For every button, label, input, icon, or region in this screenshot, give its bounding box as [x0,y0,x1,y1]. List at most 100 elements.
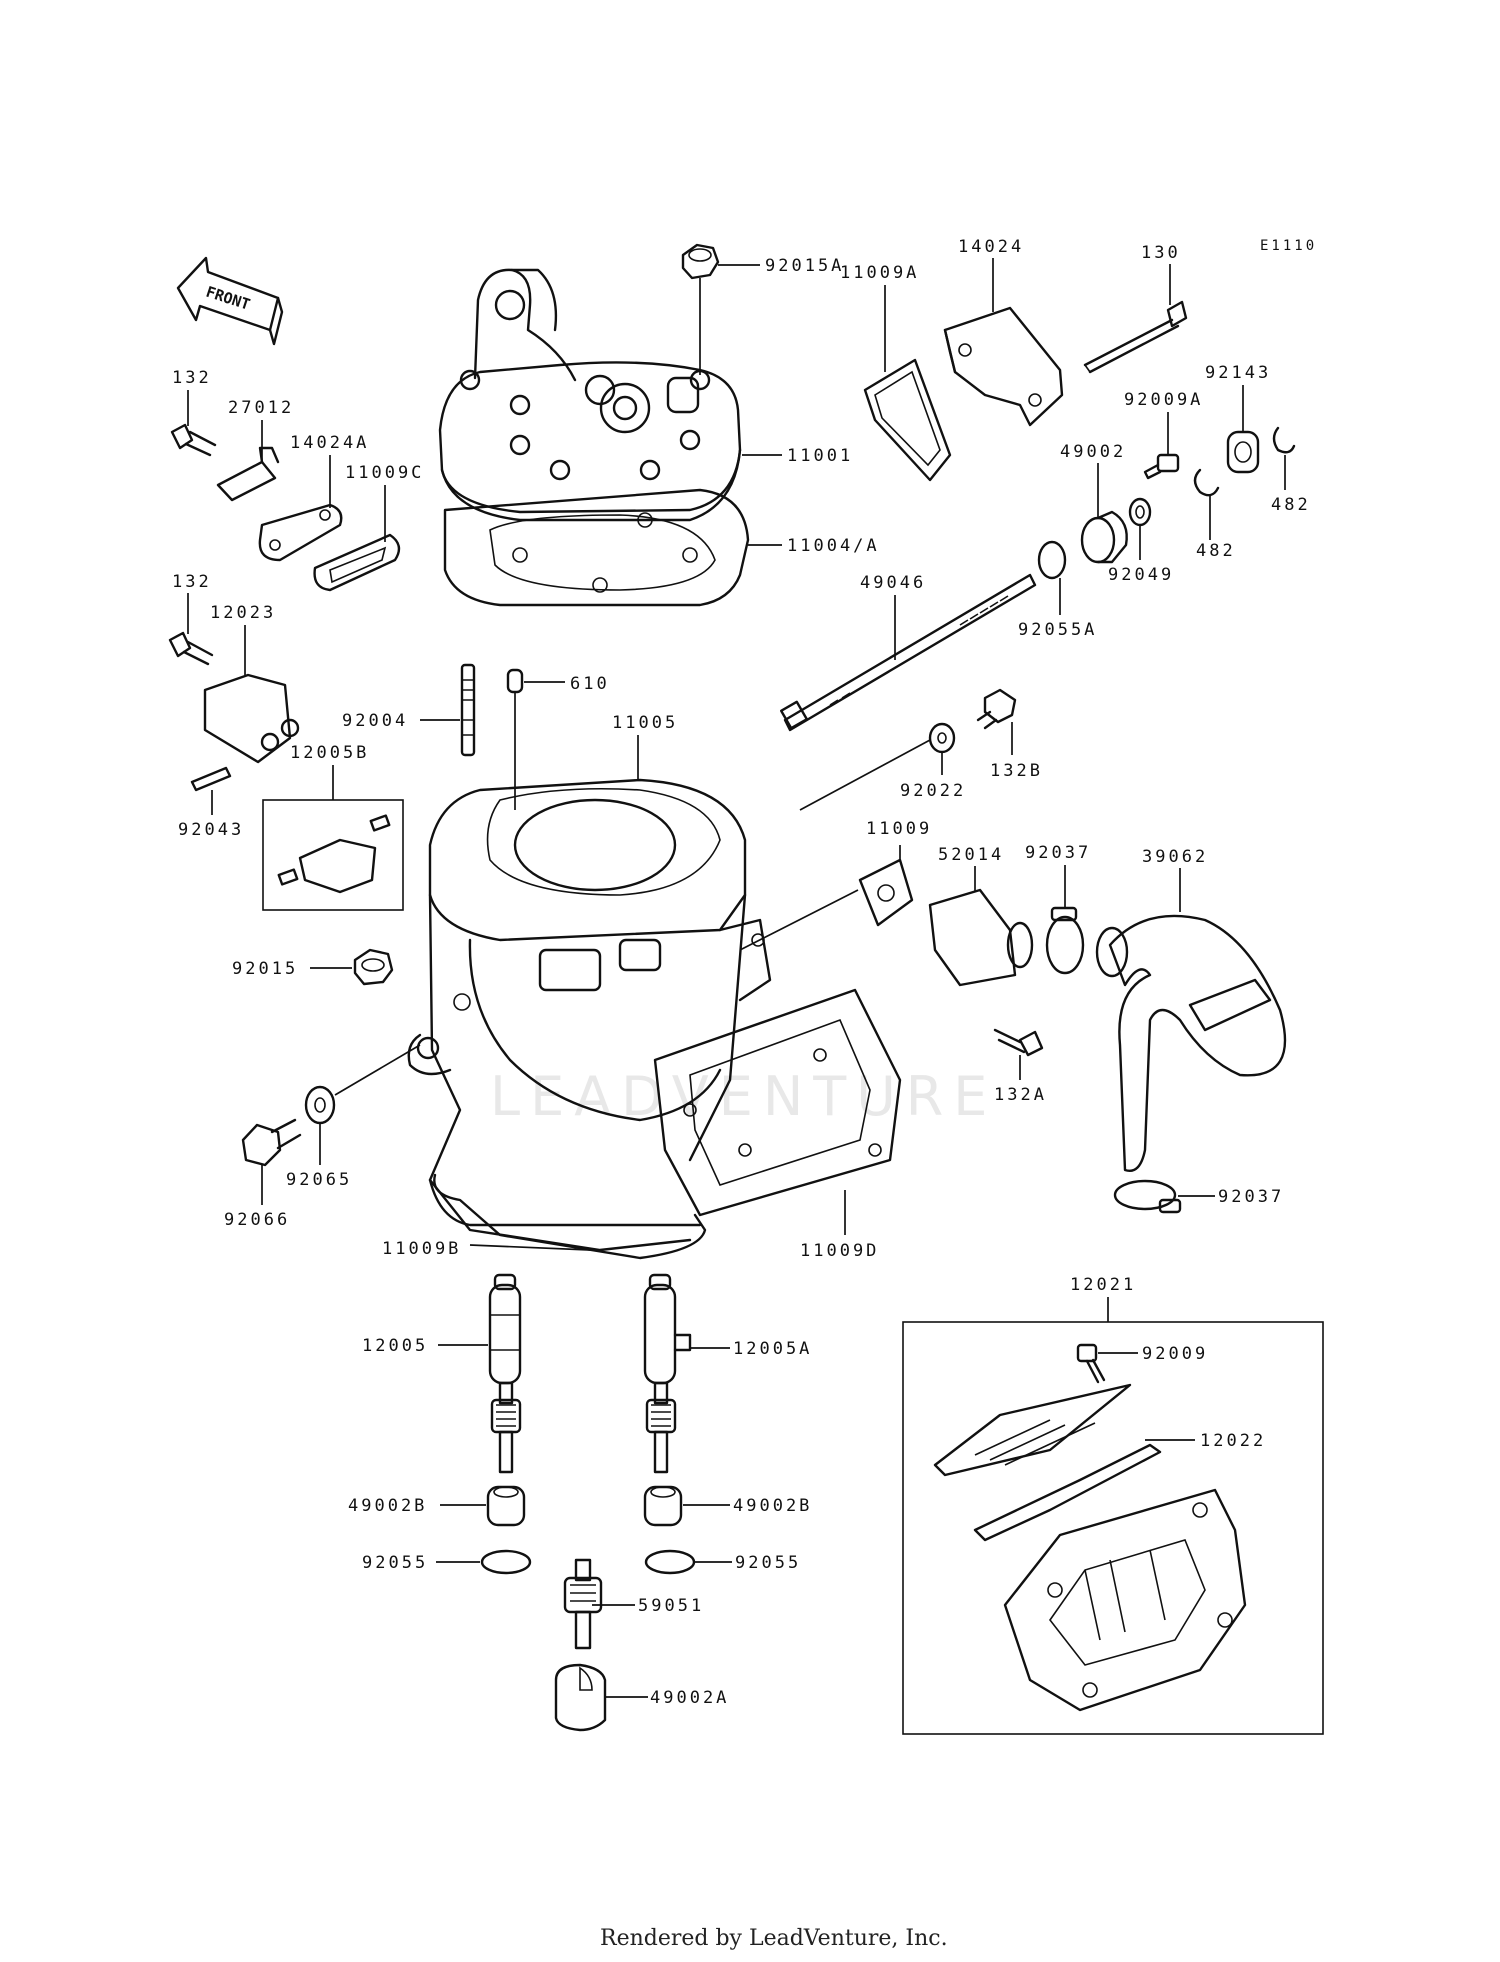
stud-92004 [460,663,476,757]
gasket-11009 [858,858,914,927]
front-arrow-icon: FRONT [176,256,284,346]
label-11009D: 11009D [800,1241,879,1261]
label-92004: 92004 [342,711,408,731]
parts-box-12005B [262,799,404,911]
label-92055-right: 92055 [735,1553,801,1573]
plate-14024A [258,503,343,562]
oring-92055-left [480,1549,532,1575]
label-92143: 92143 [1205,363,1271,383]
oring-92055-right [644,1549,696,1575]
label-92055-left: 92055 [362,1553,428,1573]
dowel-610 [506,668,524,694]
label-11009C: 11009C [345,463,424,483]
clamp-92037-top [1045,906,1085,975]
cover-14024 [943,306,1064,427]
screw-92009A [1143,453,1180,480]
label-52014: 52014 [938,845,1004,865]
label-49002B-right: 49002B [733,1496,812,1516]
label-92009A: 92009A [1124,390,1203,410]
cylinder-block-11005 [407,778,772,1252]
clamp-92037-bottom [1113,1179,1182,1214]
bolt-132B [976,688,1017,730]
bolt-130 [1083,300,1188,374]
gasket-11009A [863,358,952,482]
gear-59051 [563,1558,603,1650]
oring-92055A [1037,540,1067,580]
cap-49002A [554,1663,607,1732]
label-11004A: 11004/A [787,536,880,556]
hose-39062 [1095,914,1287,1172]
valve-12005 [488,1273,522,1474]
label-14024: 14024 [958,237,1024,257]
washer-92022 [928,722,956,754]
bolt-92066 [241,1118,302,1167]
label-92015A: 92015A [765,256,844,276]
label-11009A: 11009A [840,263,919,283]
label-92037-top: 92037 [1025,843,1091,863]
label-49002B-left: 49002B [348,1496,427,1516]
valve-12005A [643,1273,692,1474]
circlip-482-b [1272,426,1296,454]
label-130: 130 [1141,243,1181,263]
label-27012: 27012 [228,398,294,418]
head-gasket-11004 [443,488,750,607]
label-12005A: 12005A [733,1339,812,1359]
label-92055A: 92055A [1018,620,1097,640]
circlip-482-a [1193,468,1220,497]
label-92049: 92049 [1108,565,1174,585]
label-11005: 11005 [612,713,678,733]
label-482-a: 482 [1196,541,1236,561]
label-482-b: 482 [1271,495,1311,515]
label-132B: 132B [990,761,1043,781]
diagram-reference: E1110 [1260,238,1317,254]
label-49002: 49002 [1060,442,1126,462]
label-92015: 92015 [232,959,298,979]
label-92037-bottom: 92037 [1218,1187,1284,1207]
footer-credit: Rendered by LeadVenture, Inc. [600,1926,948,1951]
label-12021: 12021 [1070,1275,1136,1295]
washer-92049 [1128,497,1152,527]
seal-49002B-left [486,1485,526,1527]
label-12005B: 12005B [290,743,369,763]
label-59051: 59051 [638,1596,704,1616]
label-11009: 11009 [866,819,932,839]
reed-gasket-11009D [653,988,902,1217]
screw-92009 [1076,1343,1106,1384]
label-12022: 12022 [1200,1431,1266,1451]
bolt-132-mid [168,631,214,666]
label-14024A: 14024A [290,433,369,453]
reed-valve-assembly-12021 [902,1321,1324,1735]
fitting-52014 [928,888,1034,987]
label-132A: 132A [994,1085,1047,1105]
label-92066: 92066 [224,1210,290,1230]
label-39062: 39062 [1142,847,1208,867]
label-11009B: 11009B [382,1239,461,1259]
watermark: LEADVENTURE [490,1065,997,1128]
washer-92065 [304,1085,336,1125]
rod-49046 [780,573,1037,732]
seal-49002B-right [643,1485,683,1527]
seal-49002 [1080,510,1128,564]
nut-92015A [681,243,720,280]
label-92022: 92022 [900,781,966,801]
label-12005: 12005 [362,1336,428,1356]
label-92043: 92043 [178,820,244,840]
pin-92043 [190,766,232,792]
label-132-mid: 132 [172,572,212,592]
cylinder-head-11001 [438,268,742,522]
label-610: 610 [570,674,610,694]
gasket-11009C [313,533,401,592]
base-gasket-11009B [433,1173,707,1260]
label-92009: 92009 [1142,1344,1208,1364]
label-11001: 11001 [787,446,853,466]
label-49046: 49046 [860,573,926,593]
bracket-12023 [203,673,300,764]
bracket-27012 [216,446,280,502]
bushing-92143 [1226,430,1260,474]
label-132-top: 132 [172,368,212,388]
bolt-132A [993,1028,1044,1057]
bolt-132-top [170,423,217,457]
nut-92015 [353,948,394,986]
label-12023: 12023 [210,603,276,623]
